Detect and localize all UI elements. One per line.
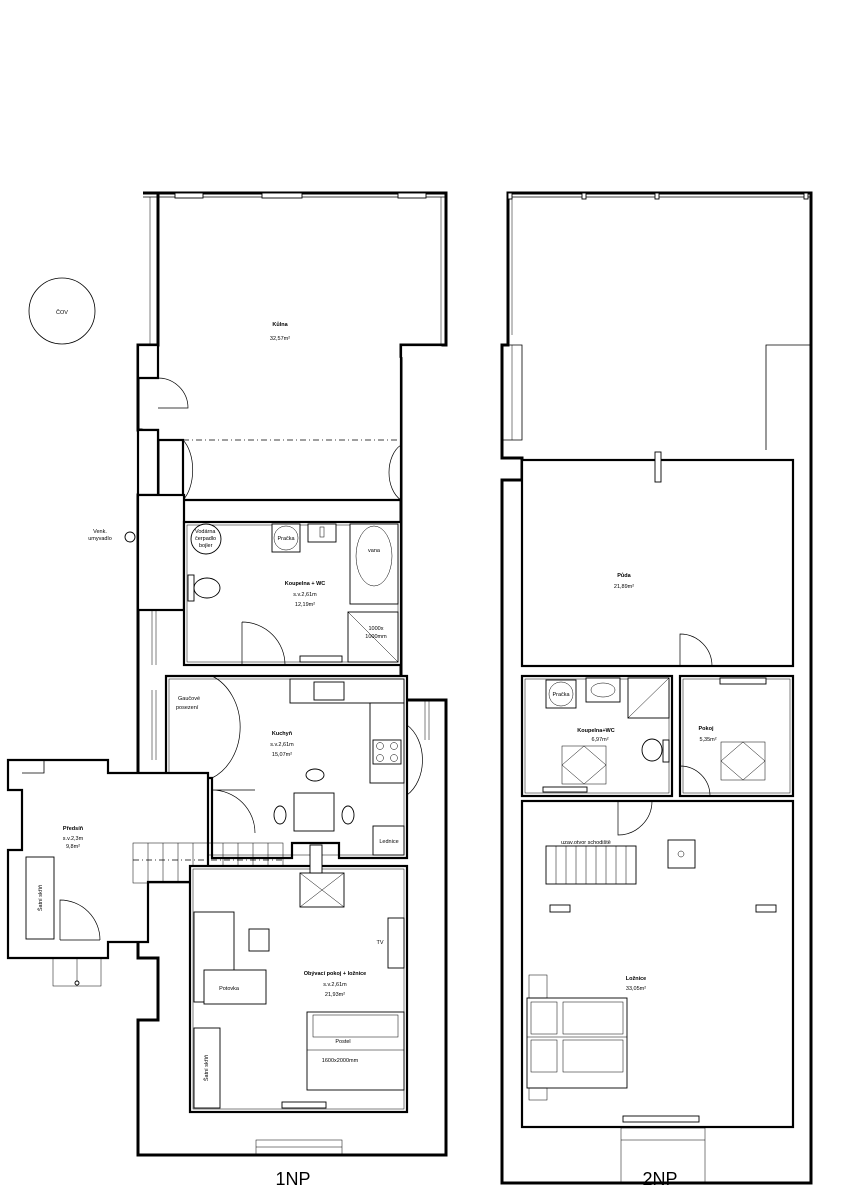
room-predsin-name: Předsíň — [63, 826, 84, 832]
vodarna-label-2: čerpadlo — [195, 536, 216, 542]
room-loznice-area: 33,05m² — [626, 986, 646, 992]
satni-skrin-2-label: Šatní skříň — [203, 1055, 210, 1081]
pracka-2np-label: Pračka — [552, 692, 570, 698]
room-koupelna-2np-name: Koupelna+WC — [577, 728, 614, 734]
tv-label: TV — [376, 940, 383, 946]
room-pokoj-area: 5,35m² — [699, 737, 716, 743]
vodarna-label-1: Vodárna — [195, 529, 216, 535]
floor-label-1np: 1NP — [275, 1169, 310, 1189]
venk-umyvadlo-label-1: Venk. — [93, 529, 107, 535]
gaucove-label-1: Gaučové — [178, 696, 200, 702]
room-obyvaci-area: 21,93m² — [325, 992, 345, 998]
plan-1np: Kůlna 32,57m² Vodárna čerpadlo bojler Pr… — [6, 191, 448, 1189]
satni-skrin-1-label: Šatní skříň — [37, 885, 44, 911]
room-puda-area: 21,89m² — [614, 584, 634, 590]
room-predsin-height: s.v.2,3m — [63, 836, 84, 842]
postovka-label: Potovka — [219, 986, 240, 992]
room-koupelna-1np-area: 12,19m² — [295, 602, 315, 608]
septic-tank-cov: ČOV — [28, 277, 96, 345]
cov-label: ČOV — [56, 309, 68, 316]
shower-label-1: 1000x — [369, 626, 384, 632]
venk-umyvadlo-label-2: umyvadlo — [88, 536, 112, 542]
room-predsin-area: 9,8m² — [66, 844, 80, 850]
stair-opening-2np — [545, 845, 637, 885]
floor-label-2np: 2NP — [642, 1169, 677, 1189]
vodarna-label-3: bojler — [199, 543, 213, 549]
room-kuchyn-area: 15,07m² — [272, 752, 292, 758]
shower-label-2: 1000mm — [365, 634, 387, 640]
plan-2np: Půda 21,89m² Pračka Koupelna+WC 6,97m² P… — [500, 191, 813, 1189]
room-pokoj-name: Pokoj — [699, 726, 714, 732]
postel-label: Postel — [335, 1039, 350, 1045]
lednice-label: Lednice — [379, 839, 398, 845]
room-obyvaci-height: s.v.2,61m — [323, 982, 347, 988]
room-koupelna-1np-name: Koupelna + WC — [285, 581, 326, 587]
room-kolna-name: Kůlna — [272, 321, 288, 328]
room-kuchyn-name: Kuchyň — [272, 731, 293, 737]
pracka-1np-label: Pračka — [277, 536, 295, 542]
room-obyvaci-name: Obývací pokoj + ložnice — [304, 971, 367, 977]
stair-opening-label: uzav.otvor schodiště — [561, 840, 611, 846]
room-kolna-area: 32,57m² — [270, 336, 290, 342]
room-koupelna-2np-area: 6,97m² — [591, 737, 608, 743]
vana-label: vana — [368, 548, 381, 554]
room-loznice-name: Ložnice — [626, 976, 646, 982]
room-kuchyn-height: s.v.2,61m — [270, 742, 294, 748]
gaucove-label-2: posezení — [176, 705, 199, 711]
room-puda-name: Půda — [617, 572, 631, 579]
postel-size-label: 1600x2000mm — [322, 1058, 359, 1064]
room-koupelna-1np-height: s.v.2,61m — [293, 592, 317, 598]
